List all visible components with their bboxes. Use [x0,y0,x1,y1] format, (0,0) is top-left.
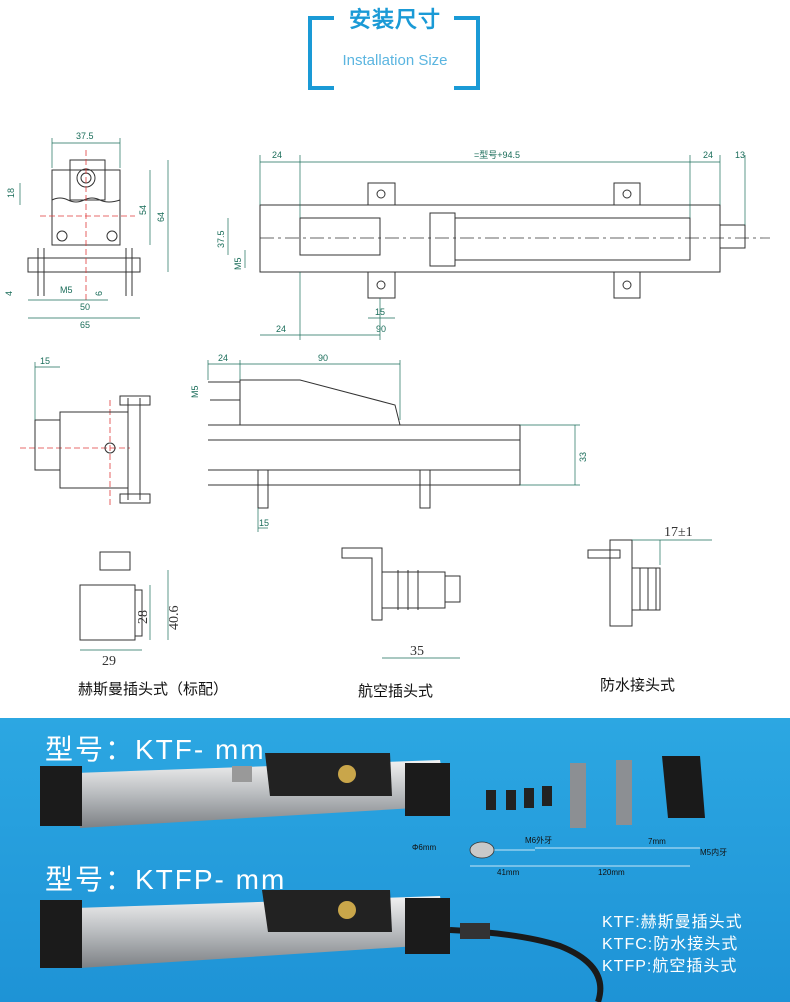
rod-41mm-label: 41mm [497,868,520,877]
dim-top-24a: 24 [272,150,282,160]
rod-m6-label: M6外牙 [525,836,553,845]
rod-diameter-label: Φ6mm [412,843,437,852]
ktfp-sensor-photo [40,890,604,1002]
caption-hirschmann: 赫斯曼插头式（标配） [78,681,229,698]
dim-hirschmann-406: 40.6 [167,606,182,631]
dim-front-64: 64 [156,212,166,222]
dim-front-width-top: 37.5 [76,131,94,141]
side-view [34,395,151,504]
caption-waterproof: 防水接头式 [600,677,676,694]
dim-aviation-35: 35 [410,644,424,659]
technical-drawing: 37.5 18 54 64 4 M5 6 50 65 24 =型号+94.5 2… [4,131,770,669]
mounting-accessories [486,756,705,828]
dim-side-24: 24 [218,353,228,363]
dim-top-90: 90 [376,324,386,334]
top-view [259,182,746,299]
aviation-connector [341,547,461,621]
dim-top-formula: =型号+94.5 [474,150,520,160]
rod-120mm-label: 120mm [598,868,625,877]
dim-hirschmann-29: 29 [102,654,116,669]
section-header: 安装尺寸 Installation Size [0,0,790,110]
dim-hirschmann-28: 28 [136,610,151,624]
legend-ktf: KTF:赫斯曼插头式 [602,914,743,931]
caption-aviation: 航空插头式 [358,683,434,700]
dim-top-375: 37.5 [216,230,226,248]
dim-side-m5: M5 [190,385,200,398]
rod-m5-label: M5内牙 [700,848,728,857]
title-bracket [308,16,480,90]
model-ktfp-label: 型号：KTFP- mm [45,864,287,895]
dim-front-4: 4 [4,291,14,296]
dim-top-24b: 24 [703,150,713,160]
front-view [27,159,141,296]
rod-7mm-label: 7mm [648,837,666,846]
dim-top-m5: M5 [233,257,243,270]
model-ktf-label: 型号：KTF- mm [45,734,266,765]
dim-front-m5: M5 [60,285,73,295]
dim-top-15: 15 [375,307,385,317]
page-title: 安装尺寸 [348,7,441,32]
legend-ktfp: KTFP:航空插头式 [602,958,738,975]
dim-top-13: 13 [735,150,745,160]
rod-end-diagram [469,841,700,867]
product-banner: 型号：KTF- mm 型号：KTFP- mm [0,718,790,1002]
dim-side-15b: 15 [259,518,269,528]
dim-front-6: 6 [94,291,104,296]
legend-ktfc: KTFC:防水接头式 [602,936,739,953]
dim-front-54: 54 [138,205,148,215]
dim-front-50: 50 [80,302,90,312]
dim-waterproof-17: 17±1 [664,525,693,540]
hirschmann-connector [79,551,143,641]
dim-side-90: 90 [318,353,328,363]
ktf-sensor-photo [40,753,450,828]
dim-front-18: 18 [6,188,16,198]
product-photos [40,753,705,1002]
waterproof-connector [587,539,661,627]
dim-side-33: 33 [578,452,588,462]
profile-view [208,379,521,509]
dim-top-24c: 24 [276,324,286,334]
dim-front-65: 65 [80,320,90,330]
dim-side-15: 15 [40,356,50,366]
page-subtitle: Installation Size [342,52,448,69]
